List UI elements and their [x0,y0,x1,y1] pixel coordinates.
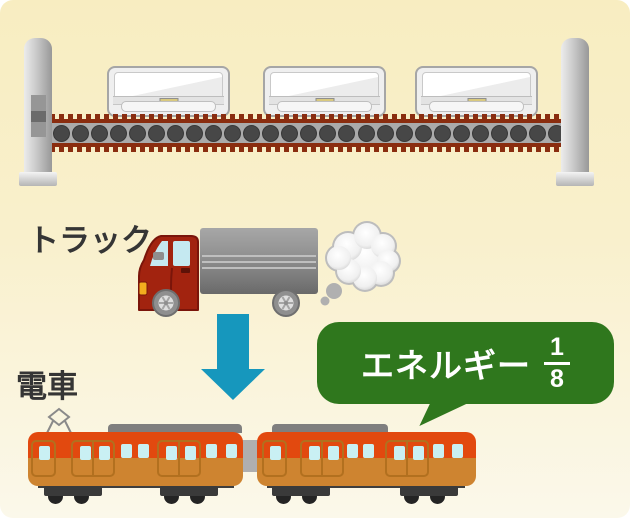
train-label: 電車 [16,369,78,404]
train-window [363,444,374,458]
truck-icon [138,228,318,317]
belt-roller [281,124,299,142]
belt-roller [471,124,489,142]
train-window [347,444,358,458]
belt-roller [300,124,318,142]
truck-front-wheel [152,289,180,317]
conveyor-belt [50,114,568,152]
fraction-numerator: 1 [550,332,564,361]
fraction-one-eighth: 1 8 [544,332,570,393]
train-bogie [160,486,218,496]
train-roof-equipment [272,424,388,433]
belt-rollers [50,123,568,143]
ac-vent [429,101,524,112]
door-window [39,446,50,460]
belt-roller [243,124,261,142]
train-window [121,444,132,458]
belt-roller [509,124,527,142]
door-window [166,446,177,460]
train-door [31,440,56,477]
belt-roller [357,124,375,142]
belt-roller [262,124,280,142]
train-double-door [157,440,201,477]
belt-roller [53,124,70,142]
belt-roller [186,124,204,142]
train-window [452,444,463,458]
air-conditioner-unit [107,66,230,117]
door-window [99,446,110,460]
train-bogie [400,486,458,496]
belt-roller [338,124,356,142]
door-window [270,446,281,460]
belt-roller [528,124,546,142]
conveyor-pillar-left [24,38,52,172]
belt-roller [205,124,223,142]
pantograph-icon [46,407,72,434]
train-bogie [272,486,330,496]
air-conditioner-unit [263,66,386,117]
pillar-base-right [556,172,594,186]
ac-vent [121,101,216,112]
belt-roller [148,124,166,142]
train-window [206,444,217,458]
door-window [413,446,424,460]
belt-band [50,119,568,147]
ac-front-panel [114,72,223,97]
ac-front-panel [270,72,379,97]
train-window [433,444,444,458]
train-window [226,444,237,458]
belt-teeth-bottom [50,147,568,152]
train-coupler [241,440,261,472]
truck-label: トラック [28,223,152,258]
belt-roller [490,124,508,142]
train-double-door [385,440,429,477]
belt-roller [452,124,470,142]
belt-roller [129,124,147,142]
arrow-shaft [217,314,249,371]
speech-bubble-body: エネルギー 1 8 [317,322,614,404]
belt-roller [376,124,394,142]
belt-roller [395,124,413,142]
belt-roller [91,124,109,142]
pillar-base-left [19,172,57,186]
train-roof-equipment [108,424,242,433]
train-door [262,440,287,477]
ac-front-panel [422,72,531,97]
train-window [138,444,149,458]
belt-roller [167,124,185,142]
belt-roller [72,124,90,142]
fraction-denominator: 8 [550,364,564,393]
energy-text: エネルギー [361,347,531,384]
belt-roller [319,124,337,142]
belt-roller [110,124,128,142]
train-bogie [44,486,102,496]
belt-roller [224,124,242,142]
door-window [80,446,91,460]
conveyor-pillar-right [561,38,589,172]
arrow-head [201,369,265,400]
pillar-control-box [31,95,46,137]
train-double-door [71,440,115,477]
truck-rear-wheel [272,289,300,317]
train-double-door [300,440,344,477]
train-car-front [28,432,243,486]
door-window [185,446,196,460]
exhaust-smoke-icon [320,221,401,306]
belt-teeth-top [50,114,568,119]
ac-vent [277,101,372,112]
fraction-bar [544,361,570,365]
train-car-rear [257,432,476,486]
door-window [394,446,405,460]
belt-roller [433,124,451,142]
air-conditioner-unit [415,66,538,117]
door-window [309,446,320,460]
belt-roller [414,124,432,142]
door-window [328,446,339,460]
